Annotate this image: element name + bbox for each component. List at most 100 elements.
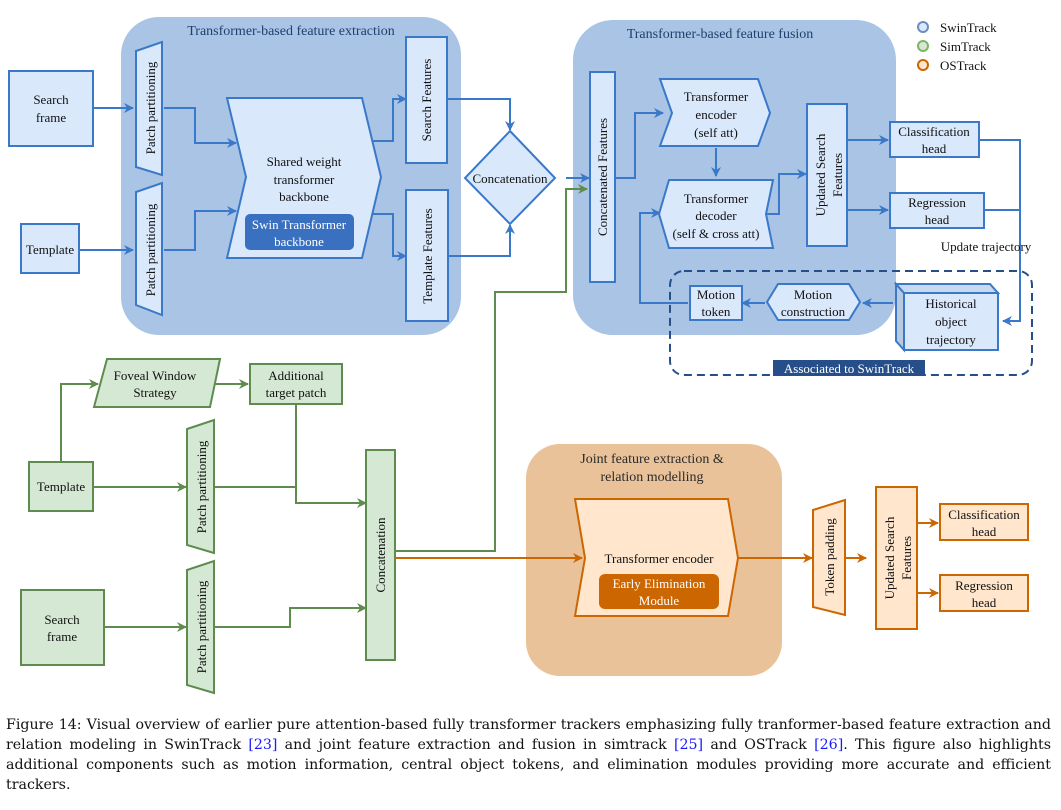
motion-construction-node: [765, 283, 862, 321]
foveal-window-strategy-node: [92, 358, 222, 408]
swin-search-frame-label: Search: [33, 92, 69, 107]
historical-label-3: trajectory: [926, 332, 976, 347]
sim-concatenation-label: Concatenation: [373, 517, 388, 593]
swin-patch-partitioning-top-label: Patch partitioning: [143, 61, 158, 154]
early-elimination-label-1: Early Elimination: [613, 576, 706, 591]
foveal-label-1: Foveal Window: [114, 368, 197, 383]
motion-token-node: [689, 285, 743, 321]
sim-search-frame-label-2: frame: [47, 629, 78, 644]
swin-backbone-label-2: backbone: [274, 234, 324, 249]
sim-patch-partitioning-top: [186, 418, 215, 555]
swin-search-frame-label-2: frame: [36, 110, 67, 125]
citation-link-23[interactable]: [23]: [248, 737, 278, 753]
swin-template-node: [20, 223, 80, 274]
historical-trajectory-node: [893, 281, 1001, 353]
ostrack-classification-head-node: [939, 503, 1029, 541]
search-features-label: Search Features: [419, 59, 434, 142]
token-padding-node: [812, 498, 846, 617]
figure-caption: Figure 14: Visual overview of earlier pu…: [6, 715, 1051, 795]
caption-text-1: Figure 14: Visual overview of earlier pu…: [6, 717, 1051, 753]
joint-group-title-1: Joint feature extraction &: [580, 452, 724, 467]
caption-text-3: and OSTrack: [703, 737, 815, 753]
sim-template-node: [28, 461, 94, 512]
associated-label: Associated to SwinTrack: [784, 361, 915, 376]
swin-search-frame-node: [8, 70, 94, 147]
sim-patch-bottom-label: Patch partitioning: [194, 580, 209, 673]
legend-ostrack-icon: [917, 59, 929, 71]
swin-patch-partitioning-bottom-label: Patch partitioning: [143, 203, 158, 296]
sim-concatenation-node: [365, 449, 396, 661]
swin-updated-search-label-1: Updated Search: [813, 133, 828, 216]
update-trajectory-label: Update trajectory: [941, 239, 1032, 254]
legend-swintrack-label: SwinTrack: [940, 20, 997, 35]
associated-label-bg: [773, 360, 925, 376]
template-features-label: Template Features: [420, 208, 435, 303]
foveal-label-2: Strategy: [133, 385, 177, 400]
joint-group-title-2: relation modelling: [600, 470, 703, 485]
swin-regression-label-2: head: [925, 212, 950, 227]
ostrack-updated-search-label-1: Updated Search: [882, 516, 897, 599]
legend-ostrack-label: OSTrack: [940, 58, 987, 73]
citation-link-25[interactable]: [25]: [673, 737, 704, 753]
swin-updated-search-label-2: Features: [830, 153, 845, 197]
additional-patch-label-1: Additional: [268, 368, 324, 383]
swin-regression-label-1: Regression: [908, 195, 966, 210]
search-features-node: [405, 36, 448, 164]
feature-fusion-group: [573, 20, 896, 335]
additional-target-patch-node: [249, 363, 343, 405]
ostrack-classification-label-2: head: [972, 524, 997, 539]
swin-concatenation-label: Concatenation: [472, 171, 548, 186]
associated-swintrack-region: [669, 270, 1033, 376]
legend-swintrack-icon: [917, 21, 929, 33]
sim-search-frame-label-1: Search: [44, 612, 80, 627]
legend-simtrack-label: SimTrack: [940, 39, 991, 54]
swin-patch-partitioning-top: [135, 40, 163, 177]
sim-search-frame-node: [20, 589, 105, 666]
token-padding-label: Token padding: [822, 518, 837, 596]
caption-text-2: and joint feature extraction and fusion …: [277, 737, 674, 753]
encoder-label-1: Transformer: [684, 89, 749, 104]
early-elimination-label-2: Module: [639, 593, 680, 608]
tracker-architecture-diagram: Transformer-based feature extraction Tra…: [8, 17, 1033, 695]
swin-classification-label-1: Classification: [898, 124, 970, 139]
ostrack-classification-label-1: Classification: [948, 507, 1020, 522]
swin-patch-partitioning-bottom: [135, 181, 163, 317]
early-elimination-module-badge: [599, 574, 719, 609]
swin-backbone-label-1: Swin Transformer: [252, 217, 347, 232]
encoder-label-3: (self att): [694, 125, 738, 140]
feature-fusion-title: Transformer-based feature fusion: [627, 27, 814, 42]
swin-regression-head-node: [889, 192, 985, 229]
concatenated-features-label: Concatenated Features: [595, 118, 610, 236]
swin-classification-head-node: [889, 121, 980, 158]
transformer-encoder-node: [658, 78, 772, 147]
decoder-label-3: (self & cross att): [672, 226, 759, 241]
historical-label-1: Historical: [925, 296, 977, 311]
backbone-label-1: Shared weight: [267, 154, 342, 169]
motion-construction-label-2: construction: [781, 304, 846, 319]
legend: SwinTrack SimTrack OSTrack: [917, 20, 997, 73]
historical-label-2: object: [935, 314, 967, 329]
motion-token-label-2: token: [702, 304, 731, 319]
swin-updated-search-features-node: [806, 103, 848, 247]
motion-construction-label-1: Motion: [794, 287, 833, 302]
backbone-label-3: backbone: [279, 189, 329, 204]
additional-patch-label-2: target patch: [266, 385, 327, 400]
motion-token-label-1: Motion: [697, 287, 736, 302]
concatenated-features-node: [589, 71, 616, 283]
citation-link-26[interactable]: [26]: [814, 737, 844, 753]
decoder-label-2: decoder: [695, 208, 737, 223]
ostrack-updated-search-features-node: [875, 486, 918, 630]
encoder-label-2: encoder: [695, 107, 737, 122]
swin-classification-label-2: head: [922, 141, 947, 156]
feature-extraction-title: Transformer-based feature extraction: [187, 24, 395, 39]
transformer-decoder-node: [657, 179, 775, 249]
sim-patch-top-label: Patch partitioning: [194, 440, 209, 533]
ostrack-regression-label-2: head: [972, 595, 997, 610]
swin-transformer-backbone-badge: [245, 214, 354, 250]
template-features-node: [405, 189, 449, 322]
sim-patch-partitioning-bottom: [186, 559, 215, 695]
ostrack-encoder-label: Transformer encoder: [605, 551, 715, 566]
ostrack-updated-search-label-2: Features: [899, 536, 914, 580]
decoder-label-1: Transformer: [684, 191, 749, 206]
swin-template-label: Template: [26, 242, 74, 257]
